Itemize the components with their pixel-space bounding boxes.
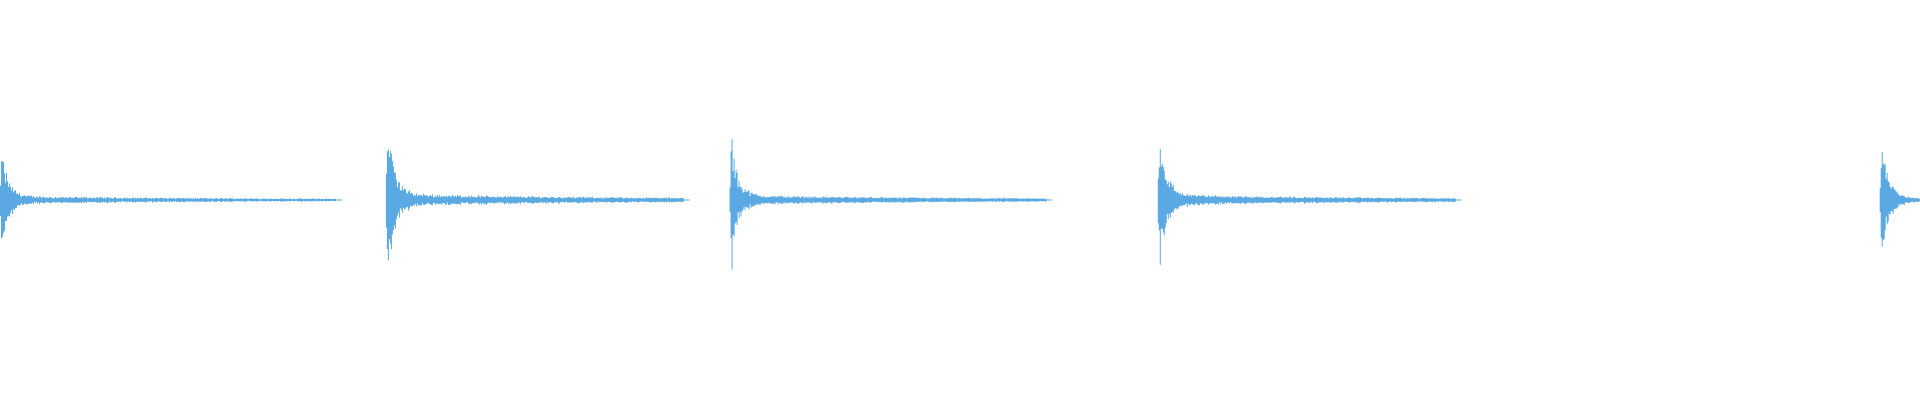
waveform-burst: [1157, 149, 1456, 265]
waveform-burst: [1879, 151, 1920, 247]
waveform-hit: [0, 161, 342, 239]
waveform-hit: [729, 139, 1053, 270]
waveform-hit: [1157, 149, 1462, 265]
waveform-burst: [729, 139, 1047, 270]
waveform-hit: [1879, 151, 1920, 247]
waveform-burst: [385, 149, 684, 261]
waveform-hit: [385, 149, 690, 261]
